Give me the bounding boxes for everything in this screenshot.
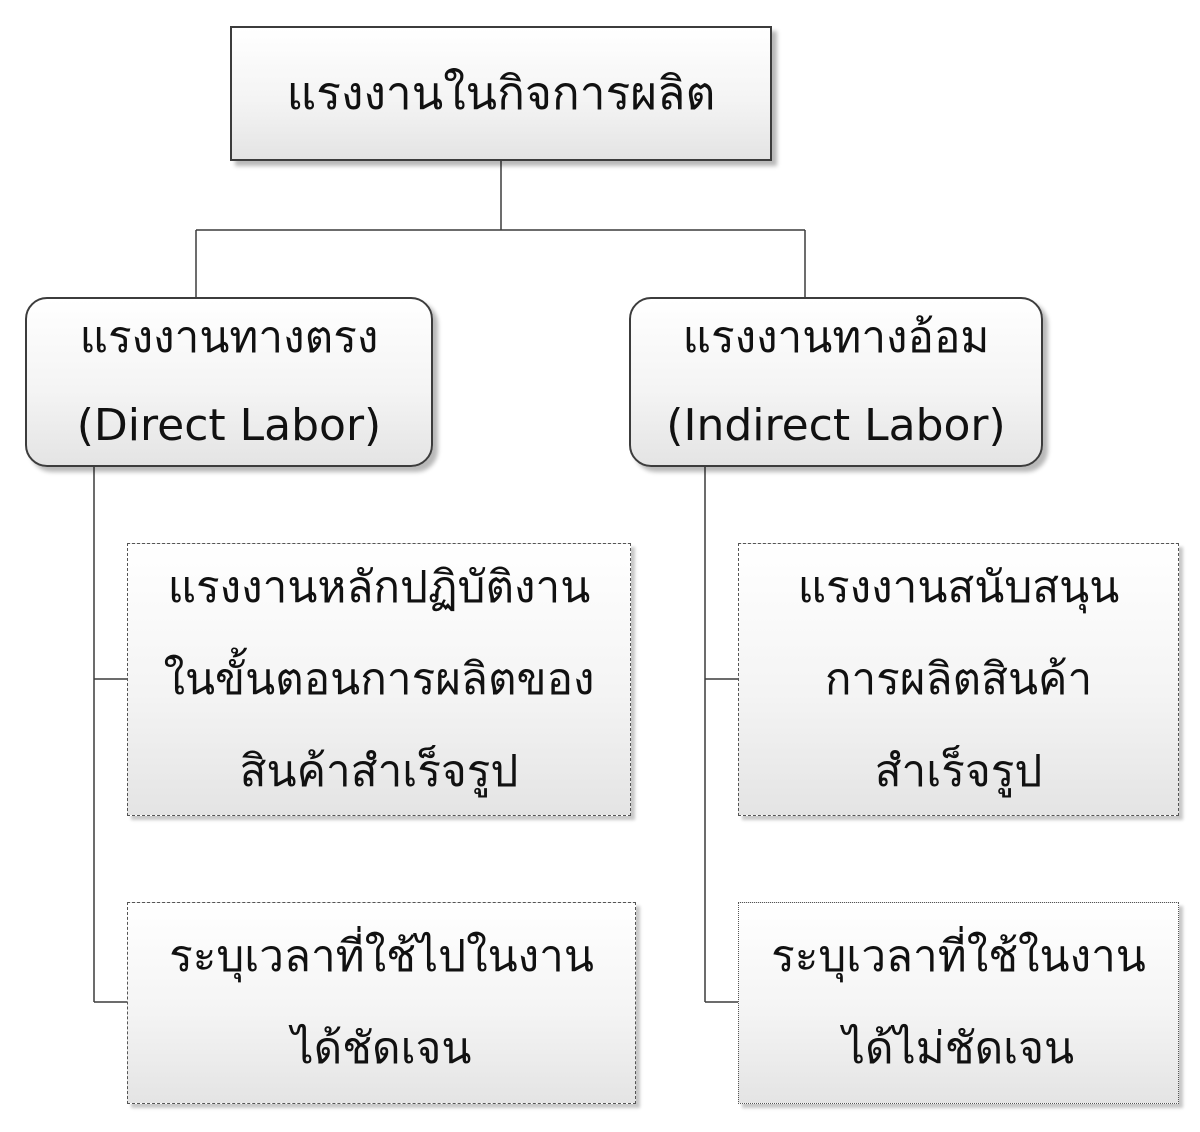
description-line: แรงงานสนับสนุน [797, 561, 1120, 613]
root-label: แรงงานในกิจการผลิต [286, 66, 716, 120]
time-note-line: ระบุเวลาที่ใช้ไปในงาน [169, 931, 594, 982]
time-note-line: ระบุเวลาที่ใช้ในงาน [771, 931, 1146, 982]
indirect-labor-description: แรงงานสนับสนุน การผลิตสินค้า สำเร็จรูป [738, 543, 1179, 816]
description-line: สำเร็จรูป [874, 745, 1043, 797]
description-line: สินค้าสำเร็จรูป [239, 745, 519, 797]
indirect-labor-subtitle: (Indirect Labor) [666, 400, 1006, 451]
indirect-labor-title: แรงงานทางอ้อม [682, 312, 990, 363]
direct-labor-subtitle: (Direct Labor) [76, 400, 382, 451]
description-line: แรงงานหลักปฏิบัติงาน [167, 561, 591, 613]
direct-labor-time-note: ระบุเวลาที่ใช้ไปในงาน ได้ชัดเจน [127, 902, 636, 1104]
time-note-line: ได้ชัดเจน [291, 1023, 472, 1074]
description-line: ในขั้นตอนการผลิตของ [163, 653, 595, 705]
direct-labor-title: แรงงานทางตรง [79, 312, 379, 363]
root-node: แรงงานในกิจการผลิต [230, 26, 772, 161]
direct-labor-node: แรงงานทางตรง (Direct Labor) [25, 297, 433, 467]
indirect-labor-time-note: ระบุเวลาที่ใช้ในงาน ได้ไม่ชัดเจน [738, 902, 1179, 1104]
time-note-line: ได้ไม่ชัดเจน [842, 1023, 1075, 1074]
indirect-labor-node: แรงงานทางอ้อม (Indirect Labor) [629, 297, 1043, 467]
direct-labor-description: แรงงานหลักปฏิบัติงาน ในขั้นตอนการผลิตของ… [127, 543, 631, 816]
description-line: การผลิตสินค้า [824, 653, 1093, 705]
